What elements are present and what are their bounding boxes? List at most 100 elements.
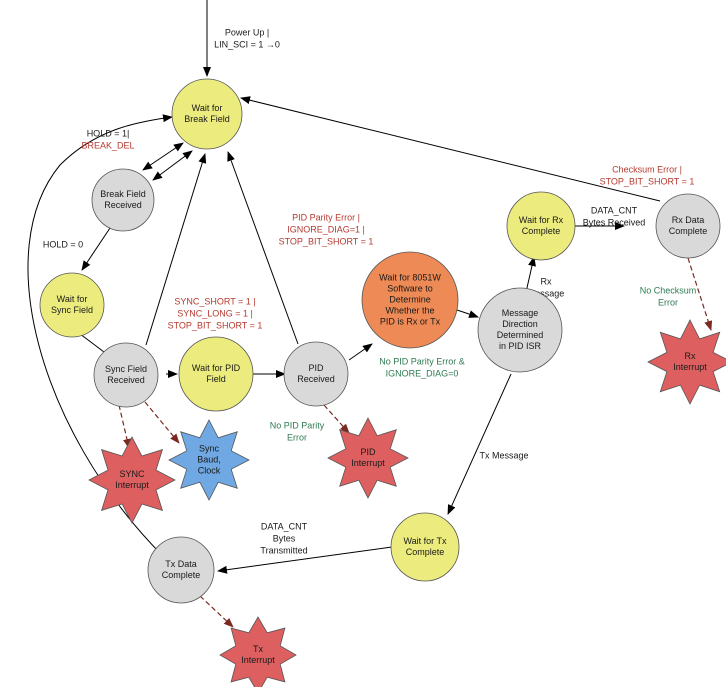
- dashed-edge-pid-interrupt: [323, 404, 350, 434]
- text-line: Direction: [502, 319, 538, 329]
- text-line: Rx: [541, 276, 552, 286]
- text-line: DATA_CNT: [591, 205, 638, 215]
- state-circle: [178, 336, 254, 412]
- text-line: Wait for: [57, 294, 88, 304]
- text-line: Message: [502, 308, 539, 318]
- state-circle: [477, 287, 563, 373]
- text-line: Whether the: [385, 305, 434, 315]
- text-line: SYNC_LONG = 1 |: [177, 308, 253, 318]
- label-power-up: Power Up |LIN_SCI = 1 →0: [214, 27, 280, 49]
- state-circle: [361, 251, 459, 349]
- edge-sync-errors: [145, 153, 207, 346]
- text-line: Interrupt: [115, 480, 149, 490]
- text-line: Bytes Received: [583, 217, 646, 227]
- text-line: Break Field: [100, 189, 146, 199]
- state-circle: [171, 78, 243, 150]
- edge-checksum-error: [240, 96, 661, 202]
- text-line: Message: [528, 288, 565, 298]
- text-line: Break Field: [184, 114, 230, 124]
- edge-to-msg-direction: [456, 309, 479, 318]
- label-pid-parity-error: PID Parity Error |IGNORE_DIAG=1 |STOP_BI…: [279, 212, 374, 246]
- text-line: Determine: [389, 294, 431, 304]
- text-line: BREAK_DEL: [81, 140, 134, 150]
- text-line: Interrupt: [351, 458, 385, 468]
- interrupt-nodes: SYNCInterruptSyncBaud,ClockPIDInterruptR…: [88, 319, 726, 687]
- text-line: Determined: [497, 330, 544, 340]
- state-circle: [655, 193, 721, 259]
- edge-tx-loop-back: [27, 114, 173, 554]
- edge-hold-0: [81, 227, 111, 271]
- text-line: Rx Data: [672, 215, 705, 225]
- label-hold-0: HOLD = 0: [43, 239, 83, 249]
- edge-break-del: [152, 150, 193, 181]
- text-line: Complete: [522, 226, 561, 236]
- text-line: Interrupt: [241, 655, 275, 665]
- text-line: Baud,: [197, 454, 221, 464]
- dashed-edge-sync-interrupt: [118, 404, 131, 449]
- edge-data-cnt-transmitted: [217, 546, 393, 574]
- state-circle: [147, 536, 215, 604]
- label-tx-message: Tx Message: [479, 450, 528, 460]
- text-line: Checksum Error |: [612, 164, 682, 174]
- text-line: Wait for 8051W: [379, 272, 441, 282]
- interrupt-star: [219, 616, 297, 687]
- edge-pid-parity-error: [227, 151, 299, 345]
- text-line: Wait for: [192, 103, 223, 113]
- state-circle: [390, 512, 460, 582]
- text-line: Wait for Rx: [519, 215, 564, 225]
- text-line: DATA_CNT: [261, 521, 308, 531]
- text-line: PID: [360, 447, 376, 457]
- text-line: SYNC: [119, 469, 145, 479]
- text-line: Wait for Tx: [403, 536, 447, 546]
- text-line: Tx Message: [479, 450, 528, 460]
- text-line: Received: [107, 375, 145, 385]
- text-line: STOP_BIT_SHORT = 1: [279, 236, 374, 246]
- text-line: Sync: [199, 443, 220, 453]
- state-circle: [283, 341, 349, 407]
- text-line: in PID ISR: [499, 341, 542, 351]
- text-line: Field: [206, 374, 226, 384]
- edge-tx-message: [447, 373, 512, 515]
- text-line: Wait for PID: [192, 363, 241, 373]
- text-line: IGNORE_DIAG=0: [386, 368, 459, 378]
- state-circle: [506, 191, 576, 261]
- text-line: Software to: [387, 283, 433, 293]
- text-line: Error: [658, 297, 678, 307]
- text-line: HOLD = 1|: [87, 128, 130, 138]
- text-line: PID is Rx or Tx: [380, 316, 441, 326]
- text-line: Tx: [253, 644, 263, 654]
- label-checksum-error: Checksum Error | STOP_BIT_SHORT = 1: [600, 164, 695, 186]
- text-line: Transmitted: [260, 545, 307, 555]
- text-line: STOP_BIT_SHORT = 1: [600, 176, 695, 186]
- text-line: Clock: [198, 465, 221, 475]
- dashed-edge-rx-interrupt: [687, 257, 713, 331]
- interrupt-star: [327, 417, 409, 499]
- text-line: Bytes: [273, 533, 296, 543]
- text-line: Complete: [669, 226, 708, 236]
- text-line: Interrupt: [673, 362, 707, 372]
- interrupt-star: [647, 319, 726, 405]
- transition-labels: Power Up |LIN_SCI = 1 →0 HOLD = 1| BREAK_D…: [43, 27, 696, 555]
- text-line: Received: [297, 374, 335, 384]
- text-line: No PID Parity: [270, 420, 325, 430]
- text-line: Error: [287, 432, 307, 442]
- text-line: PID Parity Error |: [292, 212, 360, 222]
- label-break-del: BREAK_DEL: [81, 140, 134, 150]
